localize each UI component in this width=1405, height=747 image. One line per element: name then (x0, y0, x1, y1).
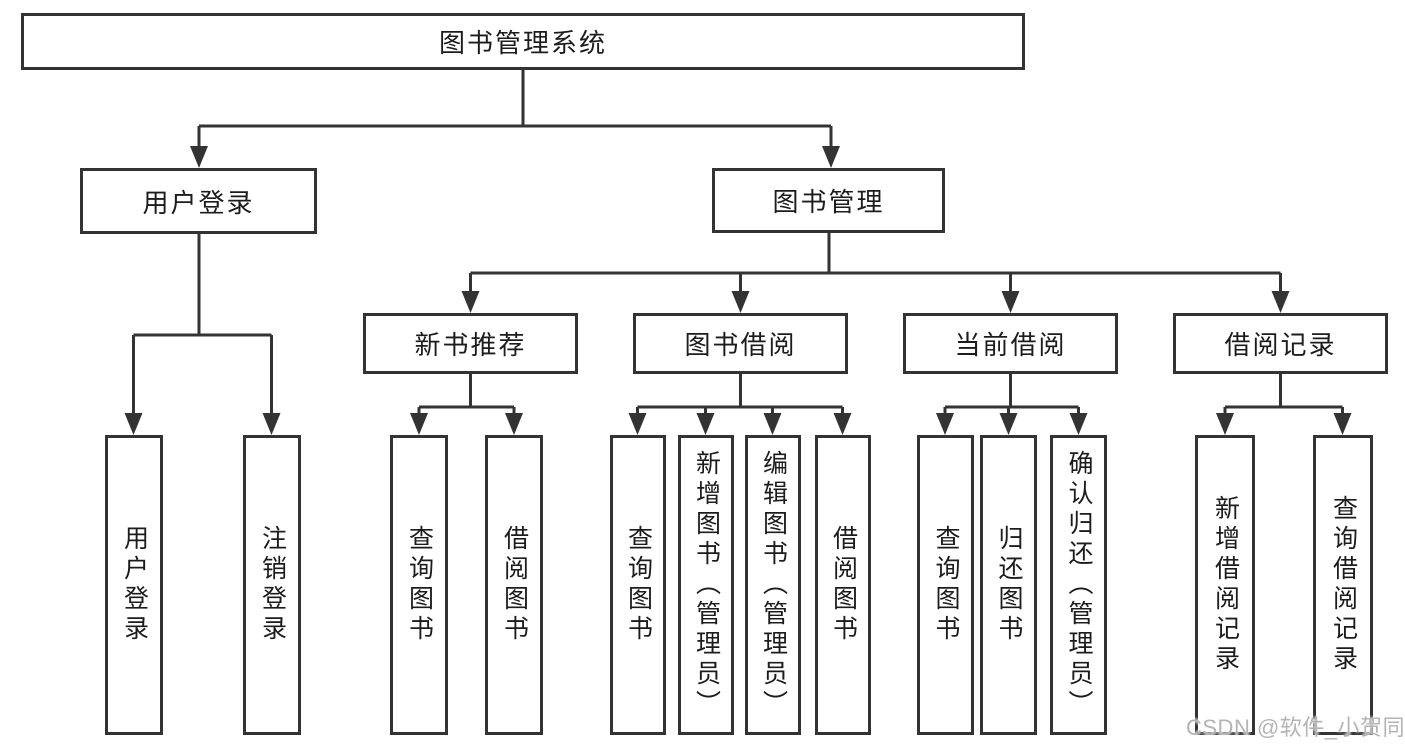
leaf-newbook-borrow: 借阅图书 (485, 435, 543, 735)
connector-user-login-children (132, 234, 273, 415)
arrowheads-new-book-children (410, 413, 523, 435)
node-current-borrow: 当前借阅 (903, 313, 1118, 374)
node-book-management: 图书管理 (712, 168, 945, 233)
node-library-management-system: 图书管理系统 (21, 13, 1025, 70)
connector-root-to-level2 (197, 68, 833, 148)
node-new-book-recommend: 新书推荐 (363, 313, 578, 374)
leaf-borrow-edit-admin: 编辑图书（管理员） (745, 435, 801, 735)
connector-book-management-children (469, 232, 1282, 293)
connector-new-book-children (417, 374, 516, 415)
connector-borrow-record-children (1223, 374, 1344, 415)
csdn-watermark: CSDN @软件_小贺同学 (1186, 715, 1405, 740)
node-user-login: 用户登录 (80, 168, 317, 234)
connector-current-borrow-children (943, 374, 1080, 415)
leaf-record-add: 新增借阅记录 (1195, 435, 1255, 735)
leaf-borrow-book: 借阅图书 (815, 435, 871, 735)
leaf-newbook-query: 查询图书 (390, 435, 448, 735)
arrowheads-borrow-record-children (1216, 413, 1352, 435)
arrowheads-level3 (461, 291, 1290, 313)
leaf-borrow-query: 查询图书 (610, 435, 666, 735)
node-borrow-record: 借阅记录 (1173, 313, 1388, 374)
leaf-current-return: 归还图书 (980, 435, 1037, 735)
node-book-borrow: 图书借阅 (633, 313, 848, 374)
leaf-borrow-add-admin: 新增图书（管理员） (678, 435, 734, 735)
arrowheads-book-borrow-children (628, 413, 852, 435)
leaf-current-confirm-admin: 确认归还（管理员） (1050, 435, 1107, 735)
connector-book-borrow-children (636, 374, 844, 415)
arrowheads-user-login-children (124, 413, 281, 435)
arrowheads-level2 (190, 146, 840, 168)
leaf-record-query: 查询借阅记录 (1313, 435, 1373, 735)
arrowheads-current-borrow-children (936, 413, 1088, 435)
leaf-current-query: 查询图书 (917, 435, 974, 735)
leaf-logout: 注销登录 (243, 435, 301, 735)
leaf-user-login: 用户登录 (105, 435, 163, 735)
